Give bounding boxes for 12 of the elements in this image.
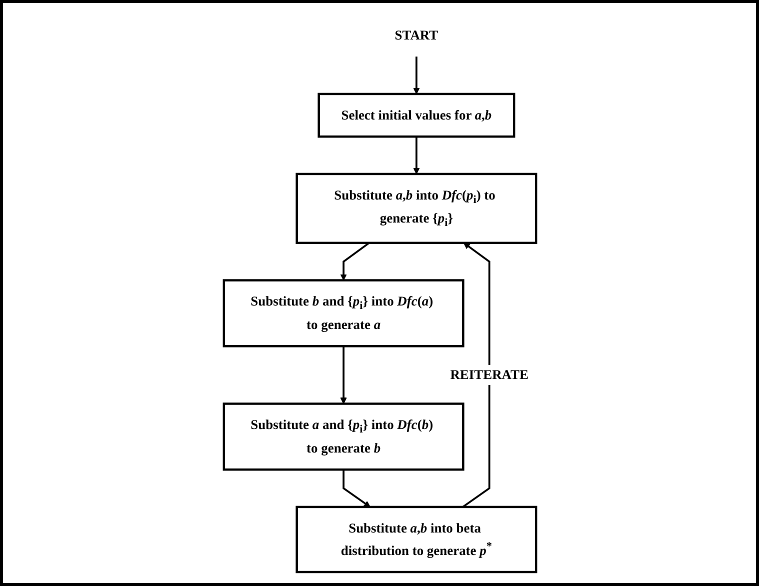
arrow [412, 56, 420, 94]
arrow [342, 470, 370, 508]
node-box [295, 172, 537, 244]
node-box [317, 92, 515, 138]
node-box [222, 279, 464, 348]
arrow [340, 346, 346, 404]
arrow [462, 242, 490, 508]
node-box [222, 402, 464, 471]
node-box [295, 506, 537, 574]
arrow [412, 136, 420, 174]
arrow [340, 242, 370, 281]
node-text: START [394, 27, 438, 42]
